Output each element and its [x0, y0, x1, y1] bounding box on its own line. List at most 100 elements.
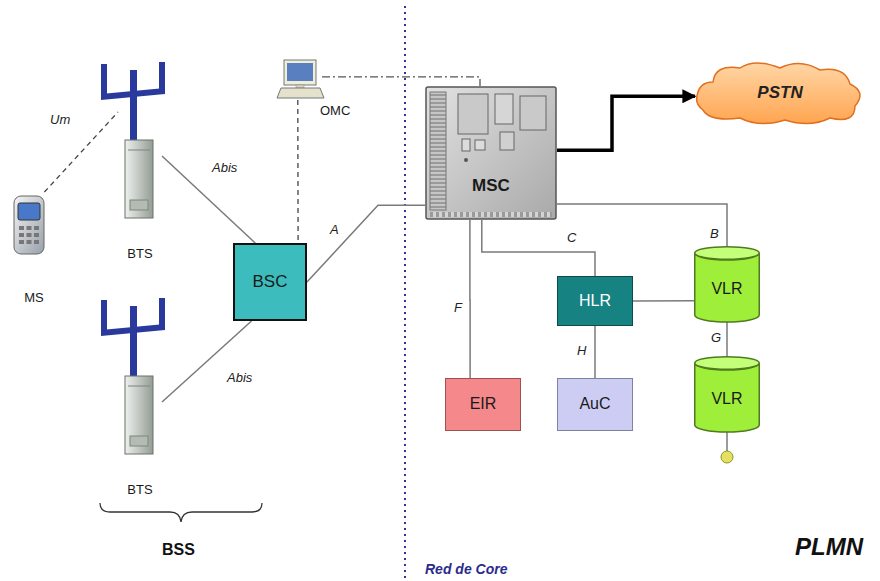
database-box: AuC: [557, 378, 633, 431]
mobile-phone-icon: [34, 233, 39, 237]
node-label: MS: [24, 291, 44, 306]
connector: [726, 322, 728, 356]
database-box: HLR: [557, 276, 633, 326]
computer-icon: [277, 88, 324, 98]
mobile-phone-icon: [27, 240, 32, 244]
interface-label: Abis: [210, 160, 239, 176]
connector: [594, 326, 596, 378]
database-box: EIR: [445, 378, 521, 431]
switch-device: [430, 212, 552, 217]
switch-device: [500, 132, 514, 150]
mobile-phone-icon: [19, 226, 24, 230]
mobile-phone-icon: [34, 240, 39, 244]
mobile-phone-icon: [34, 226, 39, 230]
cloud-body: [697, 63, 860, 124]
mobile-station: MS: [8, 192, 60, 306]
node-label: BTS: [127, 483, 152, 498]
interface-label: B: [708, 226, 721, 242]
cylinder-top: [695, 357, 760, 370]
bts-antenna: [101, 300, 107, 334]
switch-device: [495, 94, 513, 124]
mobile-phone-icon: [18, 203, 40, 220]
connector: [469, 220, 471, 378]
process-box: BSC: [233, 243, 307, 321]
bts-antenna: [125, 376, 153, 454]
bts-antenna: [125, 140, 153, 218]
connector: [557, 96, 695, 150]
bts-antenna: [101, 324, 165, 336]
bts-antenna: [130, 436, 148, 446]
node-title: MSC: [472, 176, 510, 196]
connector: [557, 204, 727, 246]
connector: [482, 220, 595, 276]
computer-icon: [287, 63, 313, 81]
cylinder-top: [695, 247, 760, 260]
mobile-phone-icon: [14, 196, 44, 254]
switch-device: [426, 87, 556, 219]
bts-antenna: [130, 200, 148, 210]
node-label: VLR: [711, 390, 742, 408]
bts-antenna: [101, 88, 165, 100]
operation-center: OMC: [278, 58, 322, 100]
node-label: OMC: [320, 104, 350, 119]
connector: [162, 156, 255, 243]
node-title: PSTN: [757, 83, 802, 103]
network-cloud: PSTN: [695, 60, 865, 126]
mobile-phone-icon: [19, 233, 24, 237]
cylinder-body: [695, 363, 760, 432]
connector: [633, 300, 694, 302]
group-label: BSS: [162, 540, 195, 559]
cylinder-body: [695, 253, 760, 322]
mobile-phone-icon: [19, 240, 24, 244]
mobile-phone-icon: [14, 196, 44, 254]
switching-center: MSC: [425, 86, 557, 220]
network-label: PLMN: [795, 533, 863, 562]
core-divider: [404, 6, 406, 581]
terminator-dot: [721, 432, 733, 463]
interface-label: G: [709, 330, 723, 346]
interface-label: A: [328, 222, 341, 238]
terminator-dot: [721, 451, 733, 463]
bts-antenna: [130, 306, 137, 378]
node-label: HLR: [579, 292, 611, 310]
mobile-phone-icon: [27, 226, 32, 230]
connector: [322, 77, 480, 86]
node-label: VLR: [711, 280, 742, 298]
bts-antenna: [101, 64, 107, 98]
bts-antenna: [130, 70, 137, 142]
region-label: Red de Core: [425, 561, 507, 578]
computer-icon: [277, 60, 324, 98]
switch-device: [426, 87, 556, 219]
node-label: AuC: [579, 395, 610, 413]
connector: [297, 100, 299, 243]
bts-antenna: [101, 298, 165, 454]
terminator-dot: [726, 432, 728, 451]
register-cylinder: VLR: [694, 356, 760, 432]
switch-device: [430, 92, 446, 210]
switch-device: [462, 139, 470, 151]
interface-label: Um: [48, 112, 72, 128]
node-label: BTS: [127, 247, 152, 262]
connector: [307, 205, 425, 282]
base-station: BTS: [118, 62, 162, 262]
computer-icon: [284, 60, 316, 85]
bracket: [100, 503, 262, 522]
switch-device: [475, 140, 485, 150]
bts-antenna: [128, 386, 150, 387]
bts-antenna: [101, 62, 165, 218]
bts-antenna: [128, 150, 150, 151]
interface-label: H: [575, 343, 588, 359]
interface-label: Abis: [225, 370, 254, 386]
node-label: BSC: [253, 272, 288, 292]
node-label: EIR: [470, 395, 497, 413]
interface-label: C: [565, 230, 578, 246]
base-station: BTS: [118, 298, 162, 498]
switch-device: [458, 94, 488, 134]
connector: [162, 321, 252, 402]
mobile-phone-icon: [27, 233, 32, 237]
register-cylinder: VLR: [694, 246, 760, 322]
switch-device: [464, 158, 468, 162]
interface-label: F: [452, 300, 464, 316]
